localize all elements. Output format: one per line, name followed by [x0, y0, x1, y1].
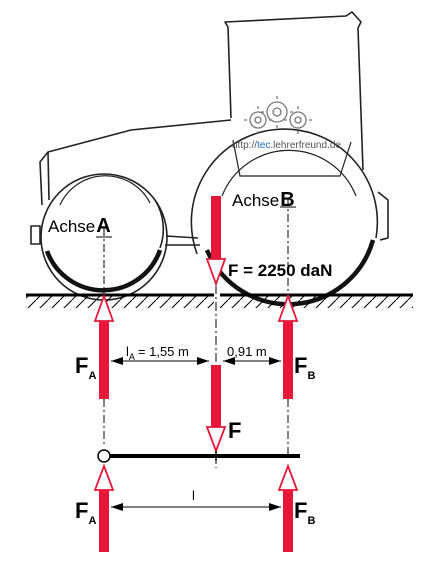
force-fa-lower-subscript: A	[88, 515, 96, 527]
dimension-l-total: l	[192, 488, 195, 503]
axle-b-label: AchseB	[232, 189, 295, 211]
force-fb-upper-subscript: B	[307, 370, 315, 382]
beam-model	[97, 449, 300, 463]
force-fb-lower: FB	[294, 498, 315, 527]
ground	[26, 293, 413, 308]
website-url: http://tec.lehrerfreund.de	[232, 140, 341, 151]
reaction-arrow-a-bottom	[93, 463, 115, 552]
force-fa-upper-symbol: F	[75, 353, 88, 378]
rear-fender	[377, 191, 389, 241]
dimension-lower	[111, 503, 281, 511]
load-arrow-top	[205, 196, 227, 287]
tractor-cab-pillar	[227, 26, 232, 119]
url-suffix: .lehrerfreund.de	[270, 140, 341, 151]
force-fb-upper: FB	[294, 353, 315, 382]
reaction-arrow-b-bottom	[277, 463, 299, 552]
dimension-la-subscript: A	[129, 352, 135, 362]
dimension-upper	[111, 357, 281, 365]
tractor-grille	[47, 151, 50, 201]
reaction-arrow-b-top	[277, 293, 299, 399]
dimension-la-symbol: l	[126, 344, 129, 359]
load-arrow-middle	[205, 365, 227, 454]
axle-a-label: AchseA	[48, 215, 111, 237]
tractor-cab	[224, 11, 364, 171]
force-fa-upper: FA	[75, 353, 96, 382]
axle-centrelines	[96, 198, 296, 296]
axle-a-word: Achse	[48, 217, 95, 236]
dimension-lb-value: 0,91 m	[227, 344, 267, 359]
load-label: F = 2250 daN	[228, 261, 332, 280]
force-fb-lower-symbol: F	[294, 498, 307, 523]
url-highlight: tec	[257, 140, 270, 151]
axle-a-letter: A	[96, 215, 110, 237]
gear-icon	[244, 96, 312, 134]
dimension-la: lA= 1,55 m	[126, 344, 189, 362]
force-fa-upper-subscript: A	[88, 370, 96, 382]
force-fa-lower: FA	[75, 498, 96, 527]
front-bumper	[30, 225, 41, 245]
force-fa-lower-symbol: F	[75, 498, 88, 523]
lehrerfreund-logo: http://tec.lehrerfreund.de	[232, 96, 341, 151]
reaction-arrow-a-top	[93, 293, 115, 399]
beam-pivot	[97, 449, 111, 463]
axle-b-letter: B	[280, 189, 294, 211]
dimension-la-value: = 1,55 m	[138, 344, 189, 359]
axle-b-word: Achse	[232, 191, 279, 210]
force-fb-lower-subscript: B	[307, 515, 315, 527]
force-fb-upper-symbol: F	[294, 353, 307, 378]
url-prefix: http://	[232, 140, 257, 151]
force-f-middle: F	[228, 418, 241, 443]
reaction-centrelines	[103, 399, 289, 456]
tractor-outline	[30, 11, 389, 246]
